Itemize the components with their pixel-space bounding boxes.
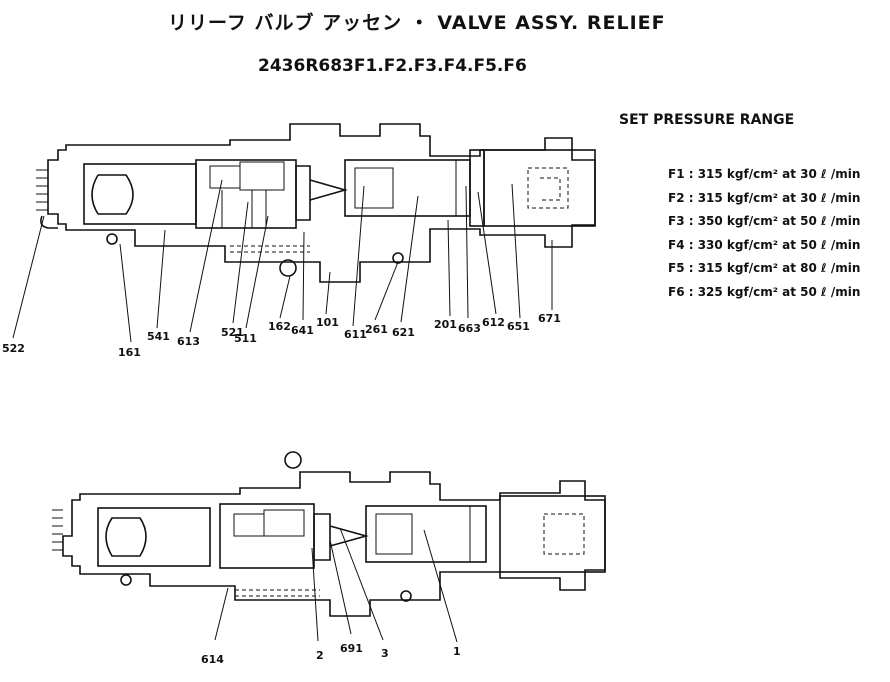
callout-641: 641 [291, 324, 314, 337]
callout-522: 522 [2, 342, 25, 355]
callout-161: 161 [118, 346, 141, 359]
upper-leader-lines [12, 179, 553, 343]
callout-201: 201 [434, 318, 457, 331]
callout-2: 2 [316, 649, 324, 662]
callout-611: 611 [344, 328, 367, 341]
pressure-item-f1: F1 : 315 kgf/cm² at 30 ℓ /min [668, 167, 861, 181]
callout-101: 101 [316, 316, 339, 329]
callout-261: 261 [365, 323, 388, 336]
pressure-item-f5: F5 : 315 kgf/cm² at 80 ℓ /min [668, 261, 861, 276]
callout-612: 612 [482, 316, 505, 329]
callout-691: 691 [340, 642, 363, 655]
callout-3: 3 [381, 647, 389, 660]
lower-callouts: 614 2 691 3 1 [201, 642, 461, 666]
pressure-item-f4: F4 : 330 kgf/cm² at 50 ℓ /min [668, 237, 861, 252]
callout-1: 1 [453, 645, 461, 658]
callout-651: 651 [507, 320, 530, 333]
upper-cross-section [36, 123, 596, 283]
callout-613: 613 [177, 335, 200, 348]
callout-521: 521 [221, 326, 244, 339]
upper-callouts: 522 161 541 613 521 511 162 641 101 611 … [2, 312, 561, 359]
lower-cross-section [52, 451, 606, 617]
drawing-title: リリーフ バルブ アッセン ・ VALVE ASSY. RELIEF [168, 12, 666, 34]
part-number-list: 2436R683F1.F2.F3.F4.F5.F6 [258, 56, 527, 76]
pressure-item-f3: F3 : 350 kgf/cm² at 50 ℓ /min [668, 214, 861, 229]
set-pressure-list: F1 : 315 kgf/cm² at 30 ℓ /min F2 : 315 k… [668, 163, 860, 305]
pressure-item-f6: F6 : 325 kgf/cm² at 50 ℓ /min [668, 284, 861, 299]
callout-541: 541 [147, 330, 170, 343]
pressure-item-f2: F2 : 315 kgf/cm² at 30 ℓ /min [668, 190, 861, 205]
callout-162: 162 [268, 320, 291, 333]
lower-leader-lines [214, 527, 458, 643]
callout-614: 614 [201, 653, 224, 666]
set-pressure-heading: SET PRESSURE RANGE [619, 112, 795, 128]
callout-511: 511 [234, 332, 257, 345]
callout-671: 671 [538, 312, 561, 325]
callout-621: 621 [392, 326, 415, 339]
callout-663: 663 [458, 322, 481, 335]
